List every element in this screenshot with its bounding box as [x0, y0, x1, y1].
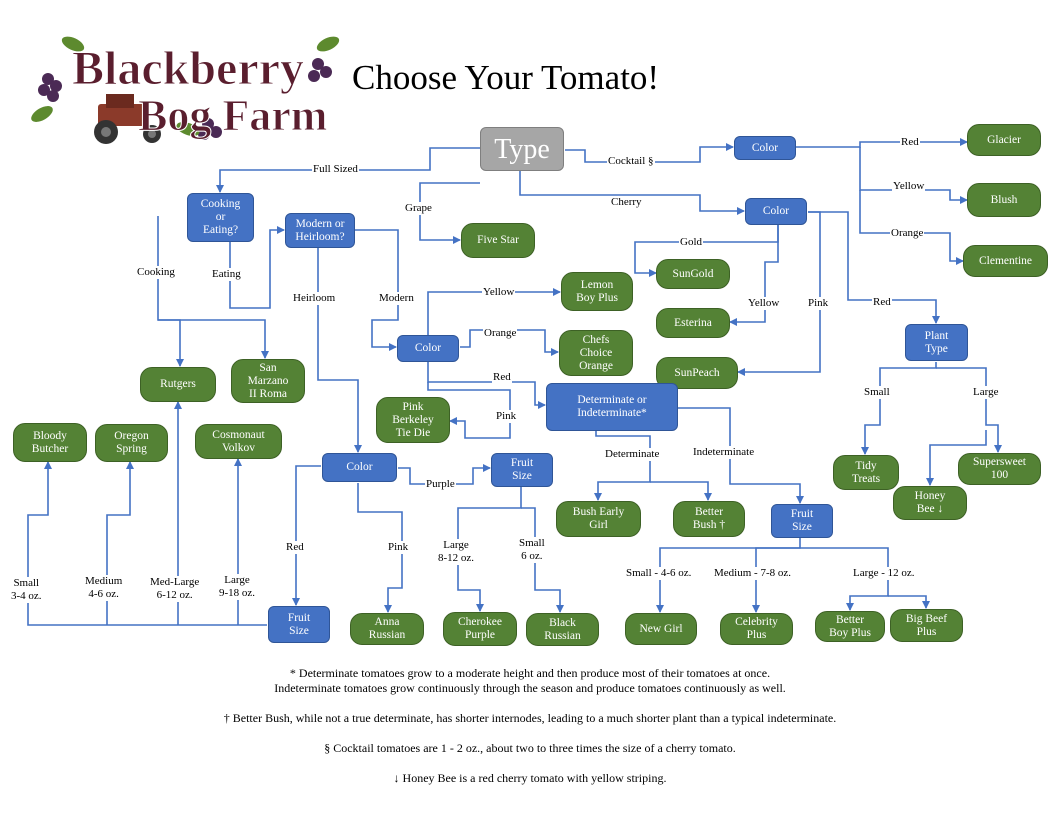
label-modern: Modern: [378, 292, 415, 305]
label-determinate: Determinate: [604, 448, 661, 461]
label-eating: Eating: [211, 268, 242, 281]
color-heirloom-node: Color: [322, 453, 397, 482]
celebrity-plus-node: Celebrity Plus: [720, 613, 793, 645]
label-yellow-cherry: Yellow: [747, 297, 781, 310]
color-modern-node: Color: [397, 335, 459, 362]
label-grape: Grape: [404, 202, 433, 215]
label-full-sized: Full Sized: [312, 163, 359, 176]
five-star-node: Five Star: [461, 223, 535, 258]
logo-text-line2: Bog Farm: [138, 91, 327, 140]
label-red-cherry: Red: [872, 296, 892, 309]
color-cocktail-node: Color: [734, 136, 796, 160]
label-small-plant: Small: [863, 386, 891, 399]
label-purple-heirloom: Purple: [425, 478, 456, 491]
tidy-treats-node: Tidy Treats: [833, 455, 899, 490]
label-red-cocktail: Red: [900, 136, 920, 149]
label-medium-red: Medium 4-6 oz.: [84, 575, 124, 601]
label-pink-modern: Pink: [495, 410, 518, 423]
label-medium-fruit: Medium - 7-8 oz.: [713, 567, 792, 580]
label-large-purple: Large 8-12 oz.: [437, 539, 476, 565]
modern-heirloom-node: Modern or Heirloom?: [285, 213, 355, 248]
sungold-node: SunGold: [656, 259, 730, 289]
color-cherry-node: Color: [745, 198, 807, 225]
label-small-red: Small 3-4 oz.: [10, 577, 43, 603]
leaf-icon: [31, 36, 340, 136]
footnote-better-bush: † Better Bush, while not a true determin…: [223, 711, 837, 725]
label-indeterminate: Indeterminate: [692, 446, 756, 459]
footnote-determinate: * Determinate tomatoes grow to a moderat…: [274, 666, 786, 695]
plant-type-node: Plant Type: [905, 324, 968, 361]
label-large-red: Large 9-18 oz.: [218, 574, 257, 600]
label-red-heirloom: Red: [285, 541, 305, 554]
farm-logo: Blackberry Bog Farm: [31, 36, 340, 144]
cosmonaut-node: Cosmonaut Volkov: [195, 424, 282, 459]
label-yellow-cocktail: Yellow: [892, 180, 926, 193]
page-title: Choose Your Tomato!: [352, 58, 660, 97]
label-cooking: Cooking: [136, 266, 176, 279]
bloody-butcher-node: Bloody Butcher: [13, 423, 87, 462]
big-beef-node: Big Beef Plus: [890, 609, 963, 642]
bush-early-girl-node: Bush Early Girl: [556, 501, 641, 537]
label-orange-modern: Orange: [483, 327, 518, 340]
lemon-boy-node: Lemon Boy Plus: [561, 272, 633, 311]
chefs-choice-node: Chefs Choice Orange: [559, 330, 633, 376]
label-pink-heirloom: Pink: [387, 541, 410, 554]
label-large-fruit: Large - 12 oz.: [852, 567, 916, 580]
anna-russian-node: Anna Russian: [350, 613, 424, 645]
cherokee-purple-node: Cherokee Purple: [443, 612, 517, 646]
label-medlarge-red: Med-Large 6-12 oz.: [149, 576, 201, 602]
fruit-size-indet-node: Fruit Size: [771, 504, 833, 538]
label-yellow-modern: Yellow: [482, 286, 516, 299]
label-gold: Gold: [679, 236, 703, 249]
fruit-size-purple-node: Fruit Size: [491, 453, 553, 487]
logo-text-line1: Blackberry: [72, 42, 304, 95]
label-small-purple: Small 6 oz.: [518, 537, 546, 563]
clementine-node: Clementine: [963, 245, 1048, 277]
honey-bee-node: Honey Bee ↓: [893, 486, 967, 520]
type-node: Type: [480, 127, 564, 171]
new-girl-node: New Girl: [625, 613, 697, 645]
label-pink-cherry: Pink: [807, 297, 830, 310]
blackberry-icon: [38, 58, 332, 140]
tractor-icon: [94, 94, 161, 144]
footnotes: * Determinate tomatoes grow to a moderat…: [130, 666, 930, 801]
glacier-node: Glacier: [967, 124, 1041, 156]
det-indet-node: Determinate or Indeterminate*: [546, 383, 678, 431]
footnote-honey-bee: ↓ Honey Bee is a red cherry tomato with …: [393, 771, 667, 785]
pink-berkeley-node: Pink Berkeley Tie Die: [376, 397, 450, 443]
rutgers-node: Rutgers: [140, 367, 216, 402]
label-large-plant: Large: [972, 386, 1000, 399]
better-bush-node: Better Bush †: [673, 501, 745, 537]
label-cocktail: Cocktail §: [607, 155, 655, 168]
label-orange-cocktail: Orange: [890, 227, 925, 240]
oregon-spring-node: Oregon Spring: [95, 424, 168, 462]
cooking-eating-node: Cooking or Eating?: [187, 193, 254, 242]
blush-node: Blush: [967, 183, 1041, 217]
san-marzano-node: San Marzano II Roma: [231, 359, 305, 403]
fruit-size-red-node: Fruit Size: [268, 606, 330, 643]
footnote-cocktail: § Cocktail tomatoes are 1 - 2 oz., about…: [324, 741, 736, 755]
label-heirloom: Heirloom: [292, 292, 337, 305]
label-small-fruit: Small - 4-6 oz.: [625, 567, 693, 580]
supersweet-node: Supersweet 100: [958, 453, 1041, 485]
esterina-node: Esterina: [656, 308, 730, 338]
label-red-modern: Red: [492, 371, 512, 384]
label-cherry: Cherry: [610, 196, 643, 209]
better-boy-node: Better Boy Plus: [815, 611, 885, 642]
black-russian-node: Black Russian: [526, 613, 599, 646]
